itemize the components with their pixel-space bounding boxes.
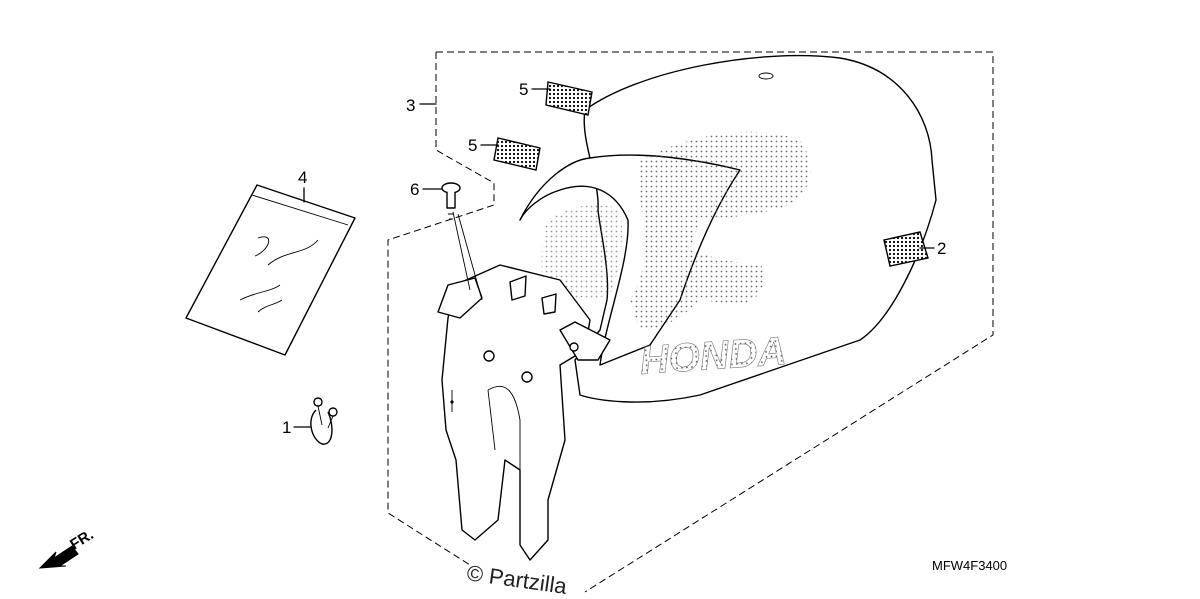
reflector-middle[interactable] [493, 137, 541, 171]
wing-emblem [541, 131, 811, 330]
reflector-top[interactable] [545, 81, 593, 116]
svg-text:2: 2 [937, 239, 946, 258]
svg-text:4: 4 [298, 168, 307, 187]
svg-text:5: 5 [468, 136, 477, 155]
callout-4: 4 [298, 168, 307, 203]
callout-1: 1 [282, 418, 311, 437]
fender-logo-text: HONDA [638, 329, 787, 383]
svg-text:1: 1 [282, 418, 291, 437]
callout-2: 2 [919, 239, 946, 258]
svg-text:3: 3 [406, 96, 415, 115]
reflector-right[interactable] [883, 231, 929, 267]
rear-fender[interactable]: HONDA [437, 54, 937, 561]
watermark: © Partzilla [465, 560, 569, 599]
callout-3: 3 [406, 96, 437, 115]
front-direction-arrow: FR. [38, 526, 97, 569]
diagram-code: MFW4F3400 [932, 558, 1007, 573]
callout-5-middle: 5 [468, 136, 499, 155]
assembly-boundary [387, 51, 994, 593]
svg-text:6: 6 [410, 180, 419, 199]
document-bag[interactable] [185, 184, 356, 356]
callout-5-top: 5 [519, 80, 551, 99]
band-clamp[interactable] [310, 397, 338, 445]
callout-6: 6 [410, 180, 443, 199]
svg-text:5: 5 [519, 80, 528, 99]
fender-screw[interactable] [441, 182, 483, 301]
